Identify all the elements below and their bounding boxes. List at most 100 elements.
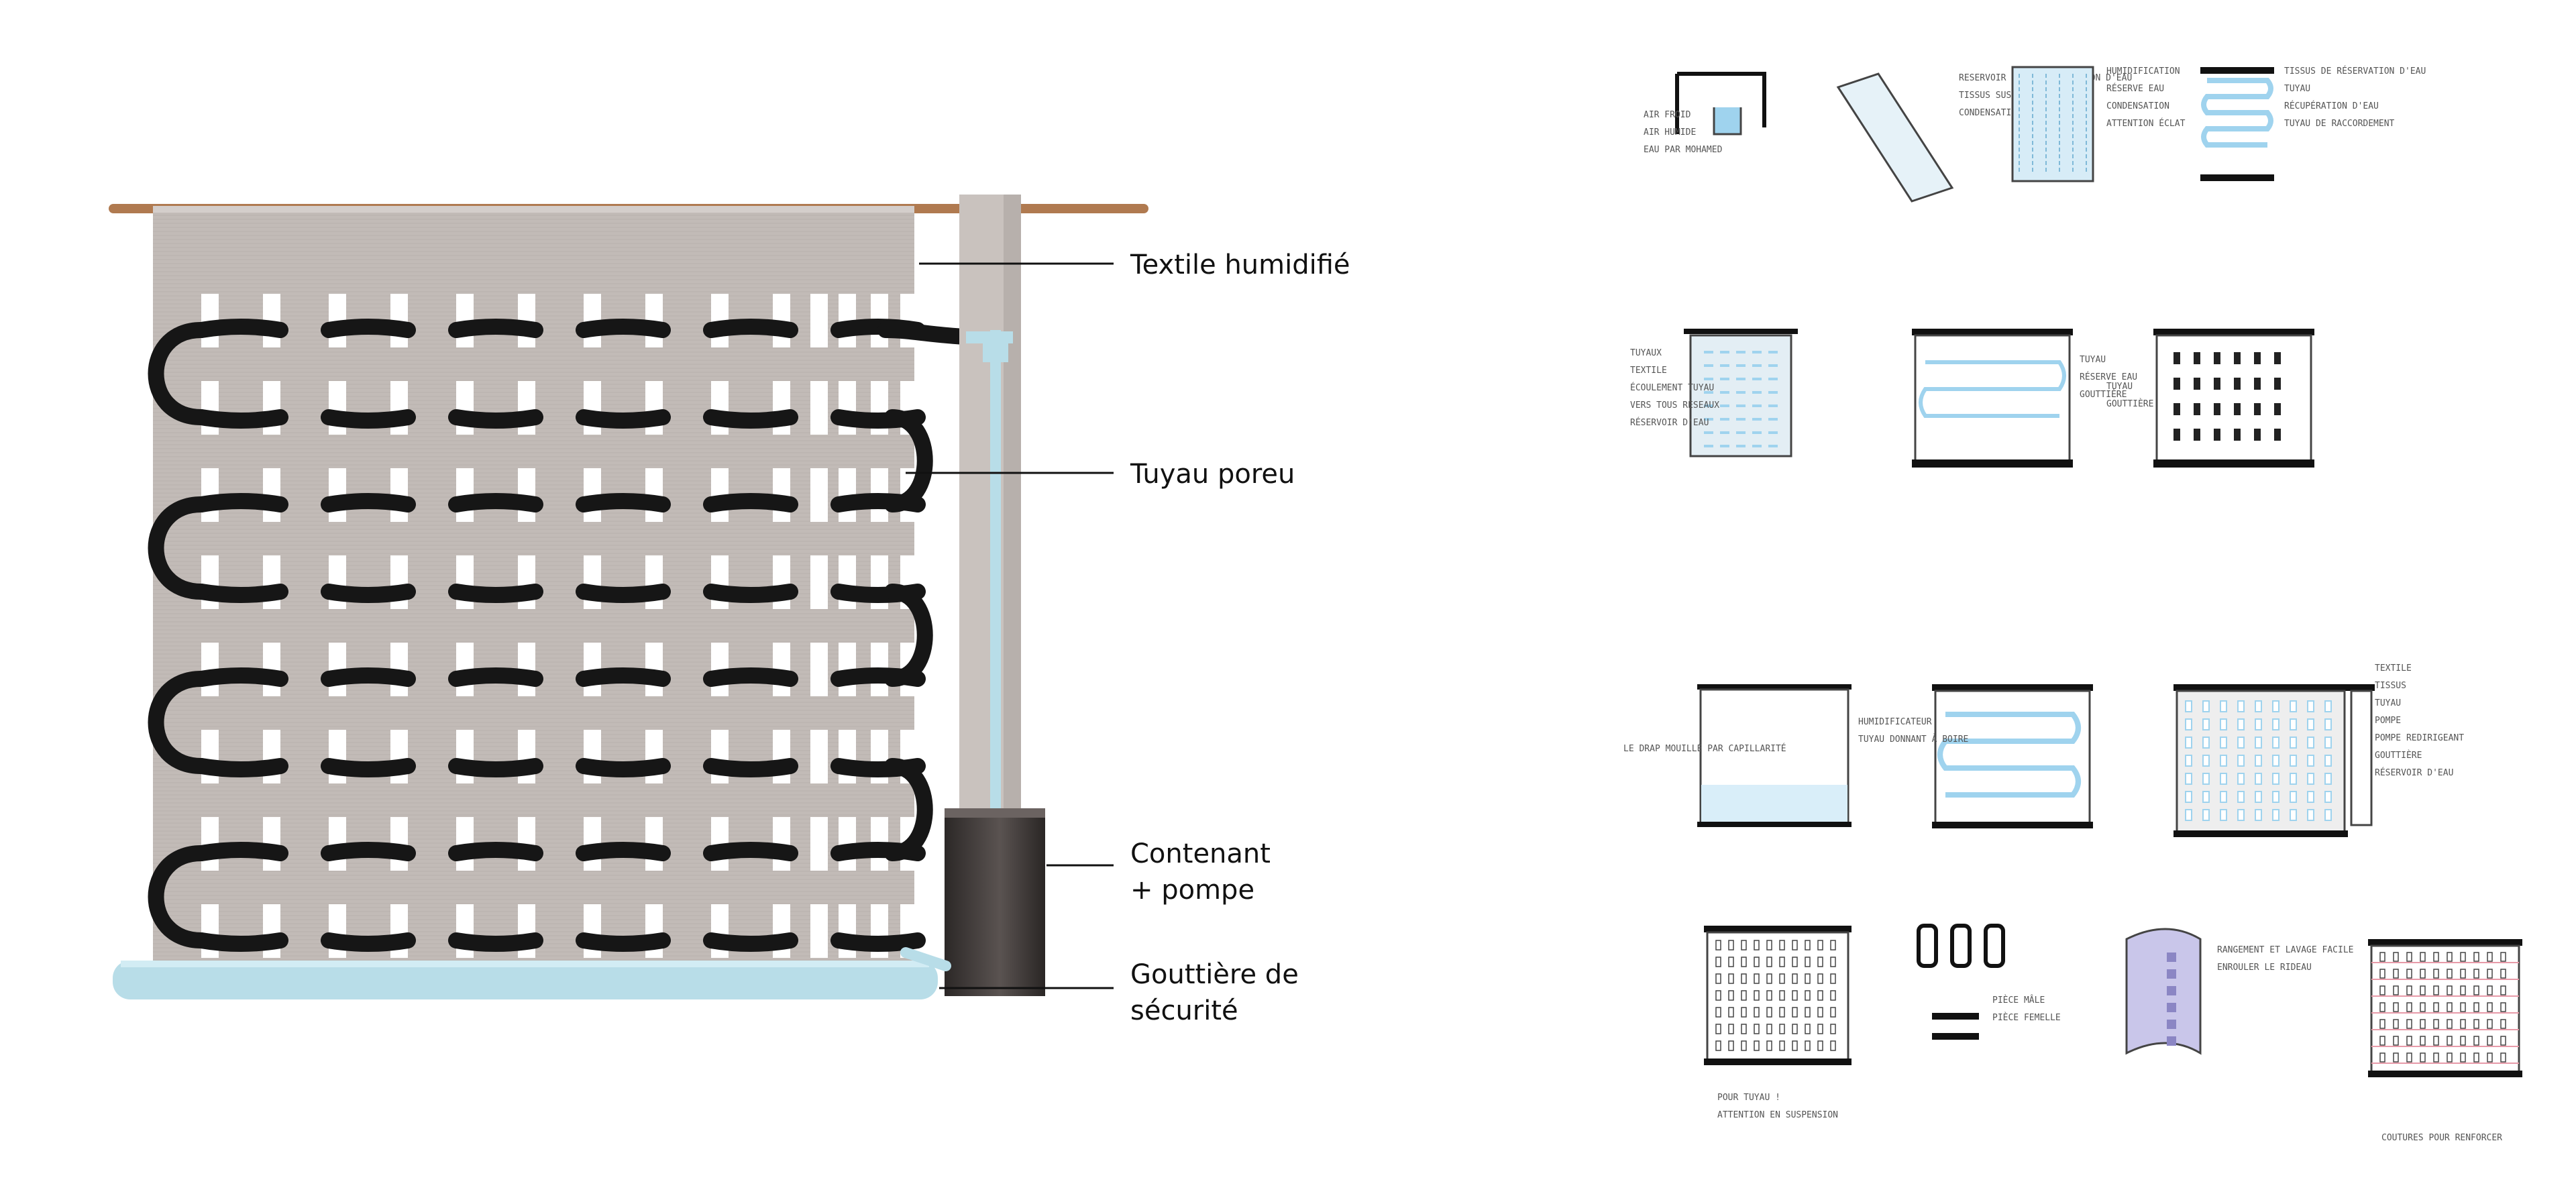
sketch-shape: [2202, 755, 2210, 767]
sketch-shape: [1728, 990, 1734, 1001]
sketch-shape: [2174, 830, 2348, 837]
sketch-shape: [1779, 1007, 1785, 1018]
tube-segment: [448, 584, 543, 603]
sketch-shape: [1817, 940, 1823, 950]
tube-segment: [448, 319, 543, 338]
sketch-shape: [2324, 791, 2332, 803]
sketch-note: PIÈCE MÂLE: [1992, 995, 2045, 1005]
sketch-shape: [1817, 1024, 1823, 1034]
sketch-shape: [2307, 737, 2314, 749]
sketch-shape: [1830, 973, 1836, 984]
sketch-shape: [1817, 1007, 1823, 1018]
tube-loop-left: [148, 845, 209, 948]
sketch-shape: [2368, 1071, 2522, 1077]
safety-gutter: [113, 961, 938, 999]
sketch-shape: [1741, 990, 1747, 1001]
sketch-shape: [1741, 940, 1747, 950]
sketch-shape: [1779, 940, 1785, 950]
sketch-shape: [1715, 973, 1721, 984]
sketch-shape: [1830, 1024, 1836, 1034]
textile-hole: [810, 643, 828, 696]
sketch-shape: [2254, 429, 2261, 441]
sketch-shape: [2307, 755, 2314, 767]
pump-container-lid: [945, 808, 1045, 818]
sketch-note: GOUTTIÈRE: [2375, 750, 2422, 761]
sketch-note: EAU PAR MOHAMED: [1644, 145, 1723, 155]
tube-segment: [703, 758, 798, 777]
sketch-shape: [2447, 969, 2453, 979]
sketch-shape: [2255, 809, 2262, 821]
tube-segment: [576, 409, 671, 429]
sketch-shape: [1728, 957, 1734, 967]
sketch-note: TUYAU: [2375, 698, 2401, 708]
sketch-note: POUR TUYAU !: [1717, 1093, 1780, 1103]
sketch-shape: [1779, 1040, 1785, 1051]
sketch-shape: [2272, 718, 2279, 730]
sketch-shape: [2290, 737, 2297, 749]
sketch-shape: [2200, 67, 2274, 74]
sketch-shape: [2220, 809, 2227, 821]
sketch-note: POMPE REDIRIGEANT: [2375, 733, 2464, 743]
sketch-shape: [2473, 969, 2479, 979]
sketch-shape: [2406, 985, 2412, 995]
sketch-shape: [2324, 809, 2332, 821]
tube-segment: [321, 493, 416, 512]
sketch-shape: [1836, 72, 1954, 203]
sketch-shape: [1817, 1040, 1823, 1051]
textile-hole: [810, 730, 828, 783]
sketch-shape: [2274, 403, 2281, 415]
sketch-shape: [2202, 791, 2210, 803]
sketch-shape: [1932, 822, 2093, 828]
sketch-shape: [2460, 1002, 2466, 1012]
gutter-drain: [900, 947, 951, 971]
textile-hole: [810, 904, 828, 958]
sketch-shape: [2324, 773, 2332, 785]
sketch-shape: [2460, 1019, 2466, 1029]
tube-segment: [321, 842, 416, 861]
textile-top-fold: [153, 206, 914, 213]
sketch-shape: [2255, 737, 2262, 749]
sketch-shape: [2185, 737, 2192, 749]
sketch-note: VERS TOUS RÉSEAUX: [1630, 400, 1719, 411]
sketch-shape: [2307, 718, 2314, 730]
tube-segment: [448, 493, 543, 512]
sketch-note: RANGEMENT ET LAVAGE FACILE: [2217, 945, 2354, 955]
sketch-shape: [1805, 973, 1811, 984]
sketch-shape: [2487, 1002, 2493, 1012]
tube-segment: [448, 842, 543, 861]
sketch-shape: [2290, 773, 2297, 785]
sketch-shape: [2290, 791, 2297, 803]
sketch-note: RÉSERVOIR D'EAU: [2375, 767, 2453, 778]
sketch-shape: [2487, 1052, 2493, 1063]
sketch-shape: [2307, 809, 2314, 821]
textile-hole: [810, 817, 828, 871]
sketch-note: TUYAU: [2106, 382, 2133, 392]
sketch-shape: [2433, 952, 2439, 962]
sketch-shape: [2272, 700, 2279, 712]
sketch-shape: [2406, 952, 2412, 962]
sketch-frame: [1914, 334, 2071, 464]
sketch-shape: [2174, 352, 2180, 364]
sketch-shape: [1932, 1013, 1979, 1020]
sketch-shape: [2420, 1036, 2426, 1046]
sketch-note: HUMIDIFICATEUR: [1858, 717, 1932, 727]
sketch-shape: [2500, 1036, 2506, 1046]
curtain-render: [109, 195, 1148, 999]
sketch-shape: [2272, 809, 2279, 821]
sketch-note: ATTENTION EN SUSPENSION: [1717, 1110, 1838, 1120]
sketch-shape: [2420, 952, 2426, 962]
sketch-shape: [2255, 700, 2262, 712]
sketch-shape: [2185, 700, 2192, 712]
sketch-shape: [1754, 940, 1760, 950]
sketch-shape: [2379, 969, 2385, 979]
sketch-shape: [2487, 1036, 2493, 1046]
label-gouttiere-securite: Gouttière de sécurité: [1130, 959, 1299, 1026]
sketch-shape: [2237, 755, 2245, 767]
sketch-shape: [2393, 1036, 2399, 1046]
sketch-note: TUYAUX: [1630, 348, 1662, 358]
sketch-shape: [2220, 700, 2227, 712]
sketch-shape: [2214, 352, 2220, 364]
